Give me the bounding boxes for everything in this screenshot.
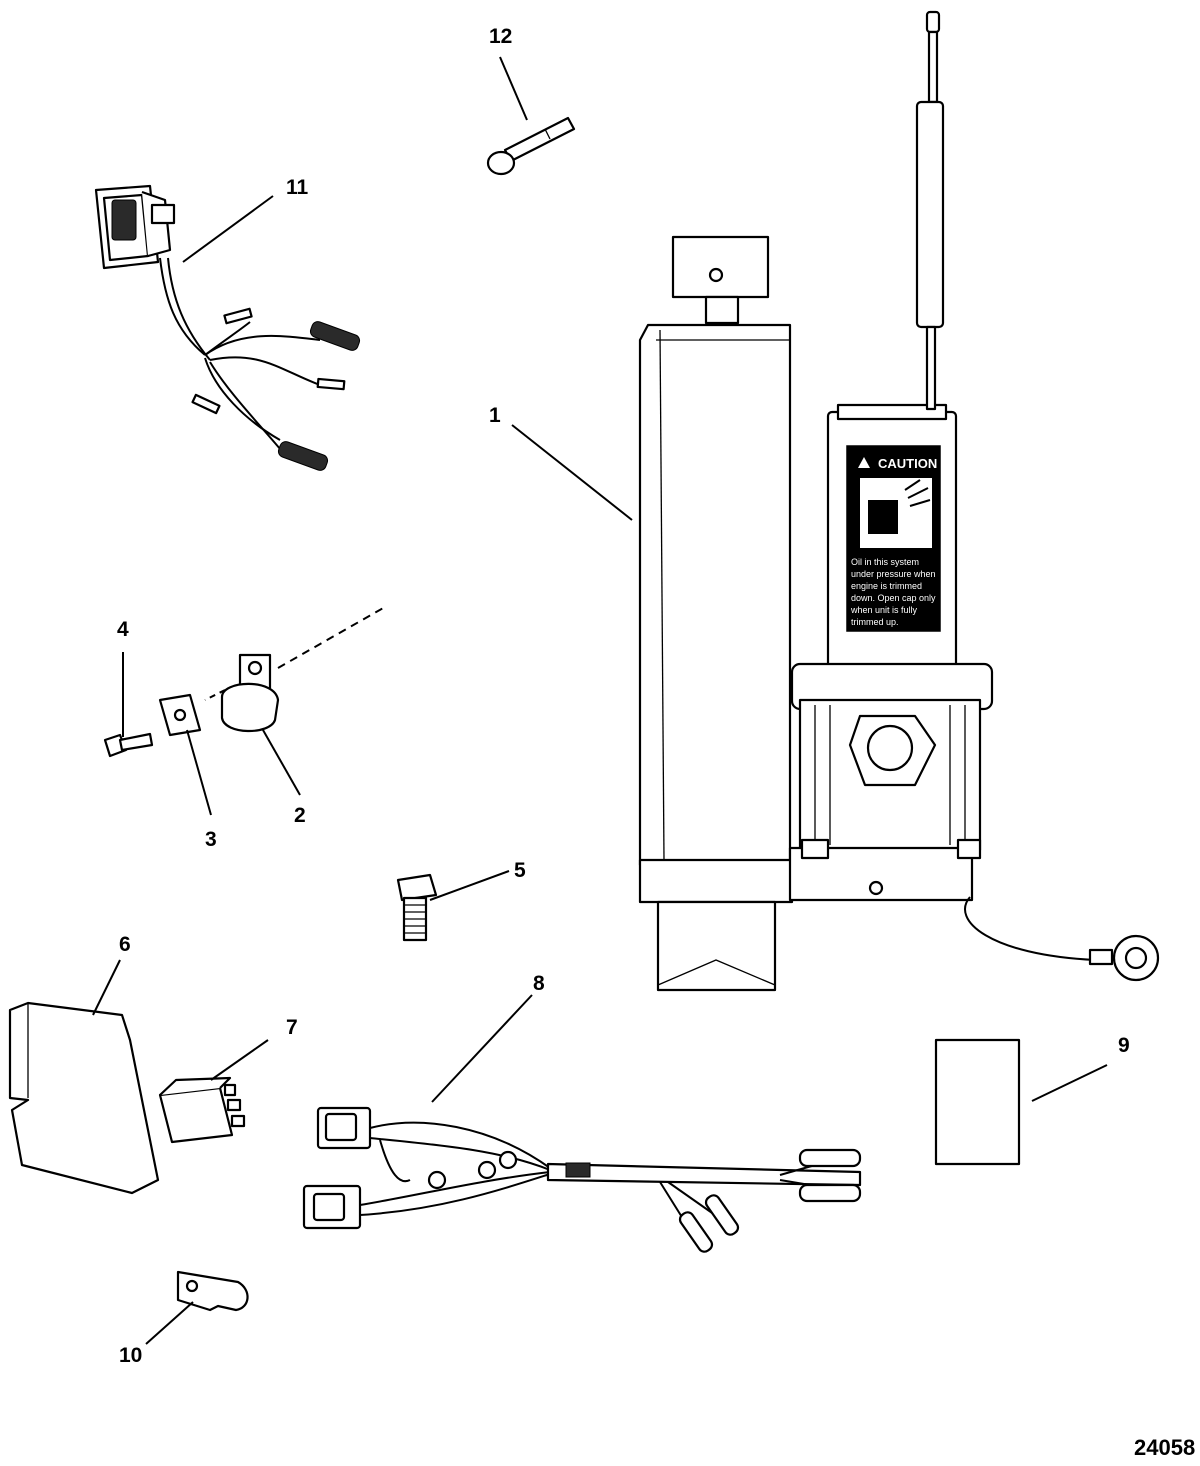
svg-text:engine is trimmed: engine is trimmed: [851, 581, 922, 591]
svg-text:when unit is fully: when unit is fully: [850, 605, 918, 615]
caution-label-text: Oil in this system under pressure when e…: [850, 557, 936, 627]
svg-text:under pressure when: under pressure when: [851, 569, 936, 579]
callout-5: 5: [514, 859, 526, 882]
part-3-plate: [158, 693, 202, 737]
part-2-clamp: [204, 606, 386, 733]
callout-9: 9: [1118, 1034, 1130, 1057]
part-7-relay: [158, 1076, 246, 1144]
callout-11: 11: [286, 176, 309, 199]
callout-8: 8: [533, 972, 545, 995]
svg-text:down. Open cap only: down. Open cap only: [851, 593, 936, 603]
callout-12: 12: [489, 25, 512, 48]
caution-label-title: CAUTION: [878, 456, 937, 471]
callout-1: 1: [489, 404, 501, 427]
part-10-clip: [176, 1270, 249, 1312]
callout-7: 7: [286, 1016, 298, 1039]
part-6-card: [8, 1001, 160, 1195]
document-number: 24058: [1134, 1435, 1195, 1460]
callout-3: 3: [205, 828, 217, 851]
part-11-switch-harness: [94, 184, 361, 471]
part-1-trim-pump-assembly: CAUTION Oil in this system under pressur…: [638, 10, 1160, 992]
callout-2: 2: [294, 804, 306, 827]
callout-6: 6: [119, 933, 131, 956]
part-8-wiring-harness: [302, 1106, 862, 1253]
callout-numbers: 12 11 1 4 3 2 5 6 7 8 9 10: [117, 25, 1130, 1367]
part-12-pin: [486, 116, 576, 176]
svg-text:Oil in this system: Oil in this system: [851, 557, 919, 567]
callout-10: 10: [119, 1344, 142, 1367]
part-4-bolt: [103, 732, 154, 758]
svg-text:trimmed up.: trimmed up.: [851, 617, 899, 627]
part-5-screw: [396, 873, 438, 942]
leader-lines: [92, 56, 1108, 1345]
callout-4: 4: [117, 618, 129, 641]
part-9-sheet: [934, 1038, 1021, 1166]
